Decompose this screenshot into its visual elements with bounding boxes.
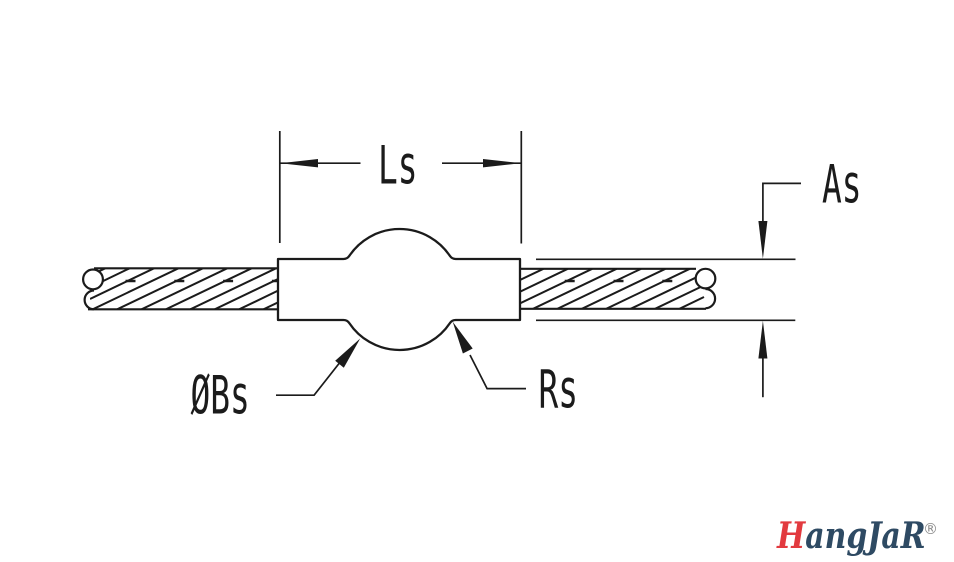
dimension-shank-diameter [536,182,801,398]
logo-wordmark-group: HangJaR [776,514,925,556]
logo-rest: angJaR [805,514,925,556]
brand-logo: HangJaR ® [776,514,938,556]
dimension-ball-diameter [276,338,361,397]
label-shank-diameter-group: As [822,154,862,215]
cable-right-strand-end-cap [705,287,717,310]
label-fillet-radius-group: Rs [539,359,579,420]
label-shank-length: Ls [378,135,418,196]
cable-right-strand-hatching [520,268,705,309]
cable-left-strand-end-cap [83,289,95,311]
cable-right-strand-end-tip [694,267,717,290]
as-leader-top [762,182,801,226]
ls-arrowhead-left [280,159,318,168]
label-ball-diameter-group: ØBs [191,365,250,426]
cable-left [81,267,278,311]
as-arrowhead-top [758,221,768,259]
dimension-fillet-radius [452,321,526,390]
label-shank-length-group: Ls [378,135,418,196]
fitting-body-outline [276,227,522,352]
bs-leader-line [276,346,353,397]
label-fillet-radius: Rs [539,359,579,420]
logo-wordmark: HangJaR [776,514,925,556]
cable-right [520,267,717,310]
registered-trademark-icon: ® [923,520,938,538]
dimension-shank-length [278,131,523,244]
bs-arrowhead [335,338,361,368]
rs-leader-line [469,354,526,390]
ls-arrowhead-right [483,159,521,168]
label-ball-diameter: ØBs [191,365,250,426]
as-arrowhead-bottom [758,320,768,359]
cable-left-strand-end-tip [81,268,104,291]
logo-first-letter: H [776,514,807,556]
label-shank-diameter: As [822,154,862,215]
rs-arrowhead [452,321,473,354]
cable-left-strand-hatching [90,268,278,310]
